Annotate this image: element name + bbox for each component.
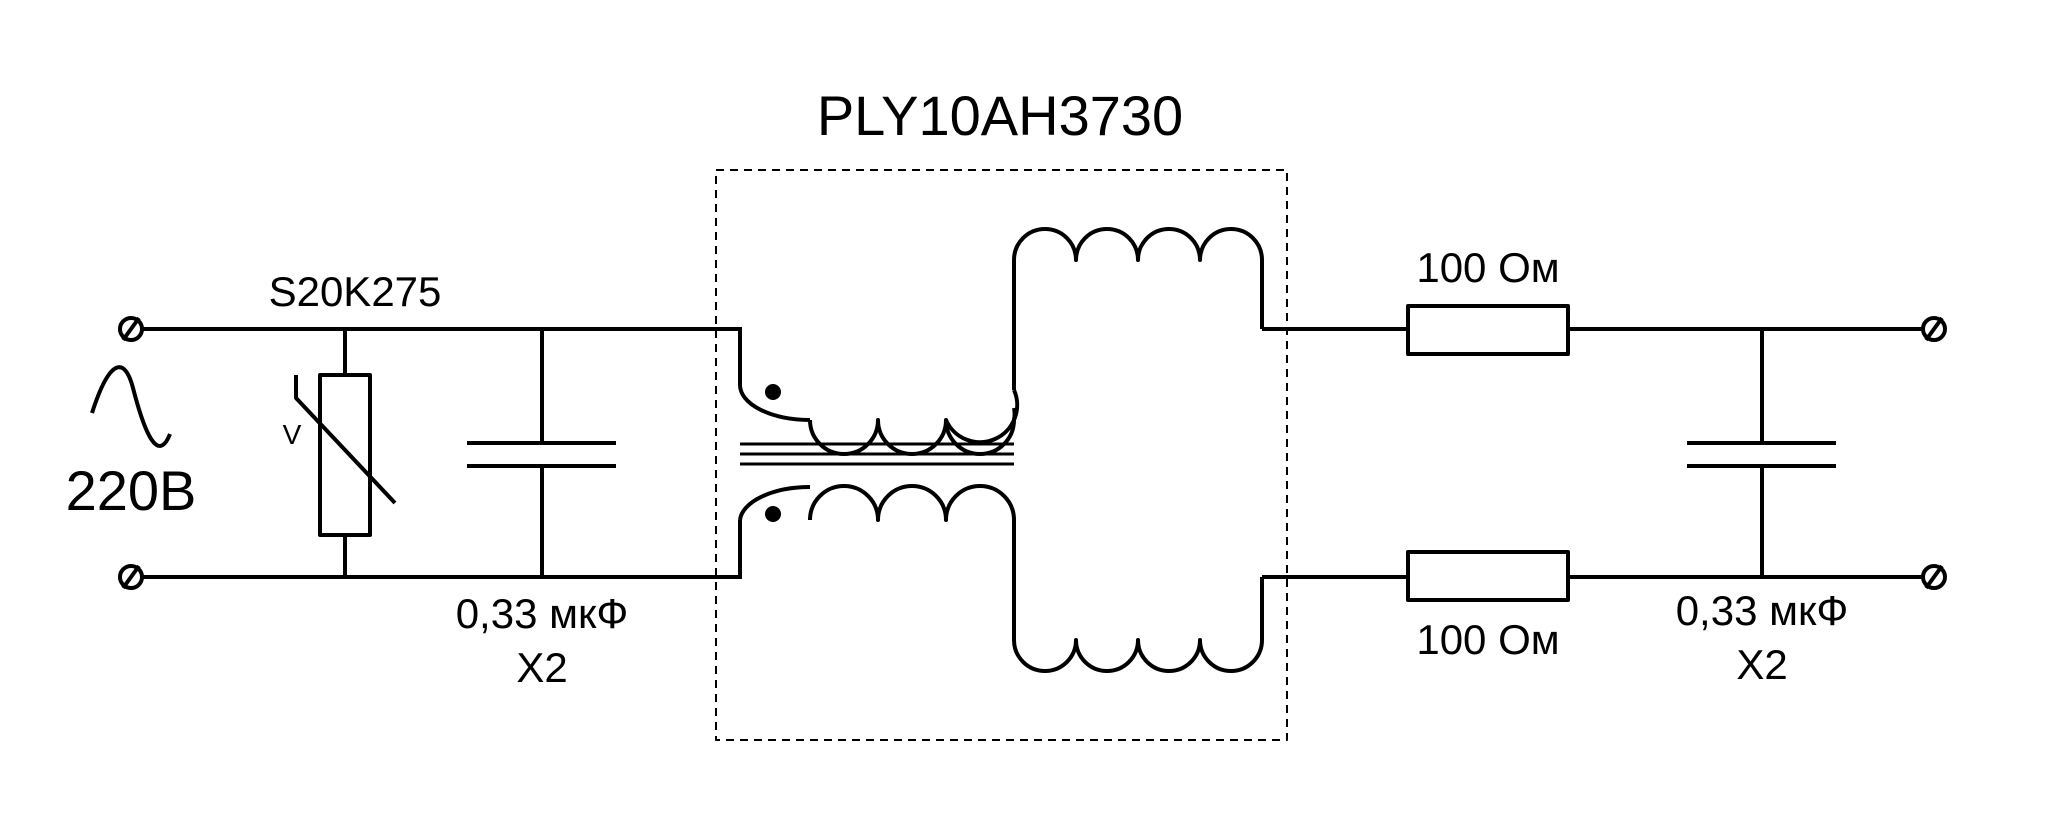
capacitor-right-value: 0,33 мкФ: [1676, 587, 1849, 634]
capacitor-left-symbol: [467, 329, 616, 577]
capacitor-right-symbol: [1687, 329, 1836, 577]
choke-winding-top: [738, 329, 1017, 456]
varistor-marker: V: [283, 419, 302, 450]
input-terminal-bottom-icon: [118, 564, 144, 590]
module-label: PLY10AH3730: [817, 84, 1183, 147]
resistor-bottom-symbol: [1406, 550, 1570, 602]
choke-winding-top-end: [944, 389, 1020, 445]
capacitor-right-class: X2: [1736, 641, 1787, 688]
module-boundary: [715, 169, 1288, 741]
polarity-dot-bottom-icon: [765, 506, 781, 522]
resistor-top-symbol: [1406, 304, 1570, 356]
output-terminal-top-icon: [1921, 316, 1947, 342]
capacitor-left-class: X2: [516, 644, 567, 691]
input-terminal-top-icon: [118, 316, 144, 342]
choke-winding-right-top: [1012, 227, 1264, 329]
varistor-label: S20K275: [269, 268, 442, 315]
resistor-bottom-value: 100 Ом: [1416, 616, 1559, 663]
choke-winding-right-bottom: [1012, 577, 1264, 673]
choke-core: [740, 442, 1014, 466]
resistor-top-value: 100 Ом: [1416, 244, 1559, 291]
polarity-dot-top-icon: [765, 384, 781, 400]
choke-winding-bottom: [738, 484, 1016, 640]
varistor-symbol: [294, 329, 397, 577]
ac-sine-icon: [90, 365, 172, 448]
capacitor-left-value: 0,33 мкФ: [456, 590, 629, 637]
source-voltage-label: 220В: [66, 459, 197, 522]
output-terminal-bottom-icon: [1921, 564, 1947, 590]
